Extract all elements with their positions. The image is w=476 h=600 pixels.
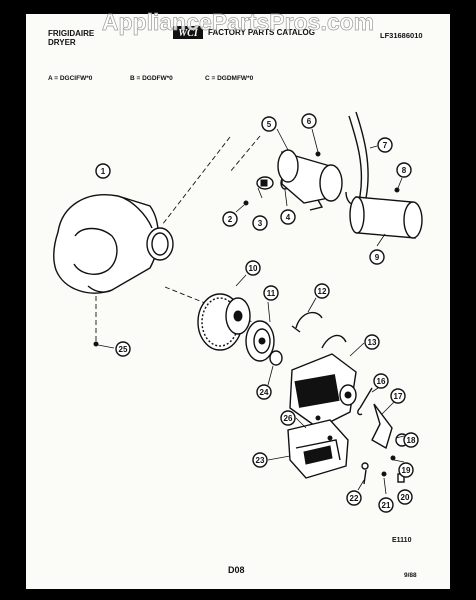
thermostat-part — [256, 176, 274, 199]
callout-9: 9 — [369, 249, 385, 265]
catalog-title: FACTORY PARTS CATALOG — [208, 28, 315, 37]
washer-part — [267, 350, 283, 386]
svg-text:8: 8 — [402, 166, 407, 175]
model-a: A = DGCIFW*0 — [48, 75, 93, 82]
callout-23: 23 — [252, 452, 268, 468]
callout-2: 2 — [222, 211, 238, 227]
callout-3: 3 — [252, 215, 268, 231]
housing-screw-part — [93, 341, 115, 349]
callout-21: 21 — [378, 497, 394, 513]
svg-text:12: 12 — [318, 287, 327, 296]
idler-hardware-part — [357, 455, 405, 495]
svg-text:6: 6 — [307, 117, 312, 126]
assembly-line-3 — [161, 136, 231, 226]
svg-text:22: 22 — [350, 494, 359, 503]
callout-25: 25 — [115, 341, 131, 357]
motor-clamp-part — [321, 334, 347, 349]
callout-11: 11 — [263, 285, 279, 301]
svg-text:4: 4 — [286, 213, 291, 222]
callout-1: 1 — [95, 163, 111, 179]
callout-16: 16 — [373, 373, 389, 389]
svg-text:3: 3 — [258, 219, 263, 228]
model-b: B = DGDFW*0 — [130, 75, 173, 82]
spring-clamp-part — [291, 297, 323, 333]
svg-text:17: 17 — [394, 392, 403, 401]
callout-20: 20 — [397, 489, 413, 505]
svg-text:18: 18 — [407, 436, 416, 445]
catalog-number: LF31686010 — [380, 31, 423, 40]
svg-text:WCI: WCI — [178, 28, 199, 39]
screw-part — [235, 200, 249, 213]
svg-text:24: 24 — [260, 388, 269, 397]
mount-screw-part — [295, 415, 333, 441]
diagram-code: E1110 — [392, 537, 412, 544]
heater-element-part — [349, 196, 423, 247]
callout-10: 10 — [245, 260, 261, 276]
svg-text:2: 2 — [228, 215, 233, 224]
svg-text:10: 10 — [249, 264, 258, 273]
svg-text:11: 11 — [267, 289, 276, 298]
svg-text:13: 13 — [368, 338, 377, 347]
callout-26: 26 — [280, 410, 296, 426]
model-c: C = DGDMFW*0 — [205, 75, 254, 82]
blower-wheel-part — [197, 274, 251, 351]
svg-text:16: 16 — [377, 377, 386, 386]
watermark: AppliancePartsPros.com — [102, 9, 374, 35]
wci-logo: WCI — [173, 26, 203, 39]
revision-date: 9/88 — [404, 572, 417, 579]
svg-text:1: 1 — [101, 167, 106, 176]
svg-text:26: 26 — [284, 414, 293, 423]
idler-spring-part — [357, 387, 379, 416]
svg-text:19: 19 — [402, 466, 411, 475]
gasket-strip-part — [345, 111, 378, 205]
screw-part-8 — [394, 177, 403, 193]
callout-13: 13 — [364, 334, 380, 350]
callout-19: 19 — [398, 462, 414, 478]
callout-8: 8 — [396, 162, 412, 178]
svg-text:23: 23 — [256, 456, 265, 465]
svg-text:25: 25 — [119, 345, 128, 354]
callout-4: 4 — [280, 209, 296, 225]
svg-text:5: 5 — [267, 120, 272, 129]
duct-screw-part — [311, 128, 321, 157]
callout-24: 24 — [256, 384, 272, 400]
svg-text:21: 21 — [382, 501, 391, 510]
svg-text:20: 20 — [401, 493, 410, 502]
assembly-line-4 — [229, 135, 261, 173]
motor-mount-part — [267, 419, 349, 479]
callout-18: 18 — [403, 432, 419, 448]
page-code: D08 — [228, 565, 245, 575]
callout-12: 12 — [314, 283, 330, 299]
callout-22: 22 — [346, 490, 362, 506]
callout-7: 7 — [377, 137, 393, 153]
svg-text:9: 9 — [375, 253, 380, 262]
drive-motor-part — [289, 342, 365, 429]
callout-17: 17 — [390, 388, 406, 404]
idler-arm-part — [371, 401, 409, 450]
blower-housing-part — [53, 194, 174, 294]
svg-text:7: 7 — [383, 141, 388, 150]
fan-plate-part — [245, 301, 275, 362]
callout-6: 6 — [301, 113, 317, 129]
brand-name: FRIGIDAIRE — [48, 29, 95, 38]
heater-duct-part — [276, 128, 343, 211]
product-type: DRYER — [48, 38, 76, 47]
callout-5: 5 — [261, 116, 277, 132]
